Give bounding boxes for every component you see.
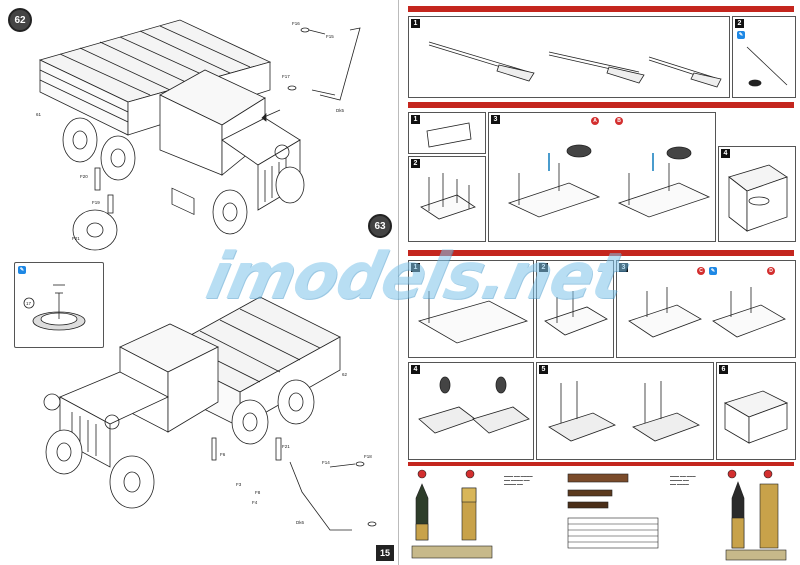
- section-3-panel-6: 6: [716, 362, 796, 460]
- panel-number-text: 1: [413, 20, 418, 27]
- panel-number-text: 2: [541, 264, 546, 271]
- panel-number: 4: [411, 365, 420, 374]
- section-2-panel-2: 2: [408, 156, 486, 242]
- step-62-marker: 62: [8, 8, 32, 32]
- box-base-drawing: [417, 291, 529, 344]
- section-3-panel-4: 4: [408, 362, 534, 460]
- left-instruction-page: 62 63: [0, 0, 399, 565]
- panel-number-text: 6: [721, 366, 726, 373]
- label-F21: F21: [72, 236, 80, 241]
- label-61: 61: [36, 112, 42, 117]
- label-F3: F3: [236, 482, 242, 487]
- ammo-color-guide: [411, 469, 787, 561]
- page-number-text: 15: [379, 548, 390, 558]
- panel-number: 4: [721, 149, 730, 158]
- label-F14: F14: [322, 460, 330, 465]
- panel-number: 1: [411, 115, 420, 124]
- section-2-header-band: [408, 102, 794, 108]
- panel-number: 3: [491, 115, 500, 124]
- label-62: 62: [342, 372, 348, 377]
- glue-icon: ✎: [709, 267, 717, 275]
- rifles-drawing: [428, 41, 722, 88]
- wheel-detail-inset: ✎ 17: [14, 262, 104, 348]
- step-63-truck-drawing: F8 F4 F3 F21 F6 F14 F18 Dk6 62: [43, 296, 377, 531]
- glue-icon: ✎: [737, 31, 745, 39]
- panel-number-text: 2: [413, 160, 418, 167]
- label-F15: F15: [326, 34, 334, 39]
- section-3-header-band: [408, 250, 794, 256]
- label-F17: F17: [282, 74, 290, 79]
- callout-17: 17: [26, 301, 32, 306]
- label-F19: F19: [92, 200, 100, 205]
- closed-box-drawing: [724, 390, 789, 444]
- wheel-hub-drawing: 17: [23, 284, 86, 331]
- badge-d: D: [767, 267, 775, 275]
- section-3-panel-3: 3 C ✎ D: [616, 260, 796, 358]
- painting-legend: ▬▬▬ ▬▬ ▬▬▬▬▬▬ ▬▬▬▬ ▬▬▬▬▬▬ ▬▬ ▬▬▬ ▬▬ ▬▬▬▬…: [408, 468, 794, 562]
- badge-b-text: B: [617, 118, 621, 124]
- panel-number-text: 5: [541, 366, 546, 373]
- panel-number-text: 2: [737, 20, 742, 27]
- legend-notes-right: ▬▬▬ ▬▬ ▬▬▬▬▬▬▬ ▬▬▬▬ ▬▬▬▬: [670, 474, 696, 486]
- badge-b: B: [615, 117, 623, 125]
- section-1-header-band: [408, 6, 794, 12]
- label-F4: F4: [252, 500, 258, 505]
- glue-icon: ✎: [18, 266, 26, 274]
- step-62-number: 62: [14, 14, 26, 26]
- box-dividers-drawing: [544, 291, 608, 336]
- page-number: 15: [376, 545, 394, 561]
- section-1-panel-2: 2 ✎: [732, 16, 796, 98]
- crate-part-drawing: [426, 122, 472, 148]
- panel-number-text: 3: [621, 264, 626, 271]
- section-2-panel-1: 1: [408, 112, 486, 154]
- panel-number: 2: [411, 159, 420, 168]
- panel-number-text: 4: [413, 366, 418, 373]
- step-63-number: 63: [374, 220, 386, 232]
- closed-crate-drawing: [728, 164, 788, 232]
- badge-c: C: [697, 267, 705, 275]
- label-F16: F16: [292, 21, 300, 26]
- label-F8: F8: [255, 490, 261, 495]
- section-1-panel-1: 1: [408, 16, 730, 98]
- badge-a: A: [591, 117, 599, 125]
- label-F18: F18: [364, 454, 372, 459]
- legend-band: [408, 462, 794, 466]
- section-2-panel-3: 3 A B: [488, 112, 716, 242]
- badge-c-text: C: [699, 268, 703, 274]
- label-Dk6: Dk6: [296, 520, 304, 525]
- section-3-panel-5: 5: [536, 362, 714, 460]
- section-3-panel-1: 1: [408, 260, 534, 358]
- label-Dk5: Dk5: [336, 108, 344, 113]
- section-2-panel-4: 4: [718, 146, 796, 242]
- panel-number: 2: [735, 19, 744, 28]
- panel-number-text: 3: [493, 116, 498, 123]
- shell-crate-assembly-drawing: [507, 144, 711, 218]
- panel-number: 5: [539, 365, 548, 374]
- box-assembly-drawing: [548, 381, 700, 442]
- label-F6: F6: [220, 452, 226, 457]
- panel-number: 2: [539, 263, 548, 272]
- step-63-marker: 63: [368, 214, 392, 238]
- box-pair-drawing: [628, 287, 786, 338]
- section-3-panel-2: 2: [536, 260, 614, 358]
- panel-number-text: 1: [413, 116, 418, 123]
- panel-number: 1: [411, 263, 420, 272]
- legend-notes-left: ▬▬▬ ▬▬ ▬▬▬▬▬▬ ▬▬▬▬ ▬▬▬▬▬▬ ▬▬: [504, 474, 533, 486]
- panel-number: 1: [411, 19, 420, 28]
- panel-number-text: 4: [723, 150, 728, 157]
- filled-box-drawing: [418, 376, 530, 434]
- panel-number: 6: [719, 365, 728, 374]
- rifle-detail-drawing: [746, 46, 788, 87]
- crate-frame-drawing: [420, 173, 476, 220]
- badge-a-text: A: [593, 118, 597, 124]
- panel-number-text: 1: [413, 264, 418, 271]
- panel-number: 3: [619, 263, 628, 272]
- label-F21-63: F21: [282, 444, 290, 449]
- right-instruction-page: 1 2 ✎ 1 2: [402, 0, 800, 565]
- badge-d-text: D: [769, 268, 773, 274]
- step-62-truck-drawing: F16 F15 F17 Dk5 61 F20 F19 F21: [36, 19, 361, 251]
- label-F20: F20: [80, 174, 88, 179]
